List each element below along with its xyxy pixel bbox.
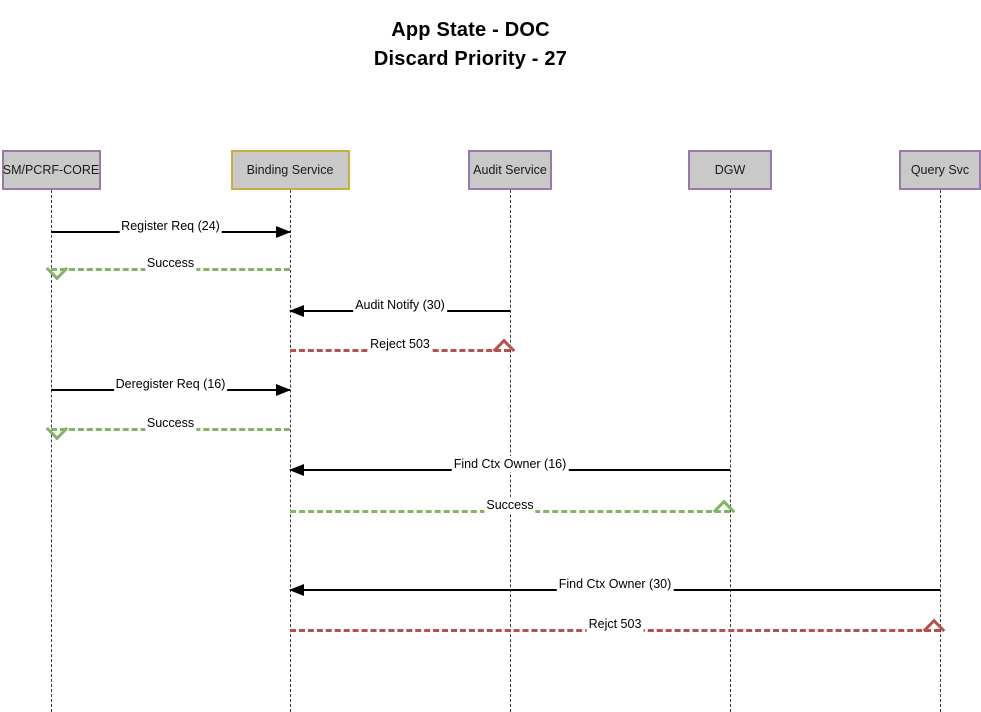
participant-query-svc[interactable]: Query Svc [899,150,981,190]
diagram-title: App State - DOC Discard Priority - 27 [0,16,941,74]
lifeline-query-svc [940,190,941,712]
message-arrowhead-register-req [276,226,291,238]
message-arrowhead-audit-reject [492,338,516,362]
message-label-find-ctx-owner-30-reject: Rejct 503 [586,616,644,632]
message-label-audit-reject: Reject 503 [368,336,432,352]
diagram-title-line-1: App State - DOC [391,19,550,41]
message-arrowhead-find-ctx-owner-16-success [712,499,736,523]
message-label-find-ctx-owner-16: Find Ctx Owner (16) [451,456,569,472]
message-find-ctx-owner-16[interactable]: Find Ctx Owner (16) [289,456,730,480]
lifeline-dgw [730,190,731,712]
participant-sm-pcrf-core[interactable]: SM/PCRF-CORE [1,150,101,190]
message-audit-notify[interactable]: Audit Notify (30) [289,297,510,321]
message-label-register-success: Success [144,255,197,271]
message-deregister-req[interactable]: Deregister Req (16) [51,376,291,400]
lifeline-sm-pcrf-core [51,190,52,712]
message-label-audit-notify: Audit Notify (30) [353,297,447,313]
message-label-deregister-req: Deregister Req (16) [113,376,228,392]
message-arrowhead-deregister-req [276,384,291,396]
participant-label-dgw: DGW [714,163,746,177]
message-register-success[interactable]: Success [45,255,290,281]
participant-binding-service[interactable]: Binding Service [230,150,350,190]
message-label-find-ctx-owner-30: Find Ctx Owner (30) [556,576,674,592]
message-arrowhead-find-ctx-owner-30 [289,584,304,596]
participant-label-query-svc: Query Svc [910,163,970,177]
message-find-ctx-owner-30-reject[interactable]: Rejct 503 [290,616,946,642]
participant-label-audit-service: Audit Service [473,163,547,177]
participant-dgw[interactable]: DGW [688,150,772,190]
message-find-ctx-owner-30[interactable]: Find Ctx Owner (30) [289,576,940,600]
message-arrowhead-deregister-success [45,417,69,441]
diagram-title-line-2: Discard Priority - 27 [373,48,568,70]
message-arrowhead-register-success [45,257,69,281]
message-arrowhead-find-ctx-owner-16 [289,464,304,476]
participant-audit-service[interactable]: Audit Service [468,150,552,190]
message-register-req[interactable]: Register Req (24) [51,218,291,242]
message-label-deregister-success: Success [144,415,197,431]
message-label-register-req: Register Req (24) [119,218,222,234]
participant-label-sm-pcrf-core: SM/PCRF-CORE [2,163,100,177]
message-label-find-ctx-owner-16-success: Success [484,497,536,513]
message-audit-reject[interactable]: Reject 503 [290,336,516,362]
message-arrowhead-find-ctx-owner-30-reject [922,618,946,642]
message-arrowhead-audit-notify [289,305,304,317]
lifeline-audit-service [510,190,511,712]
message-deregister-success[interactable]: Success [45,415,290,441]
participant-label-binding-service: Binding Service [246,163,334,177]
lifeline-binding-service [290,190,291,712]
message-find-ctx-owner-16-success[interactable]: Success [290,497,736,523]
